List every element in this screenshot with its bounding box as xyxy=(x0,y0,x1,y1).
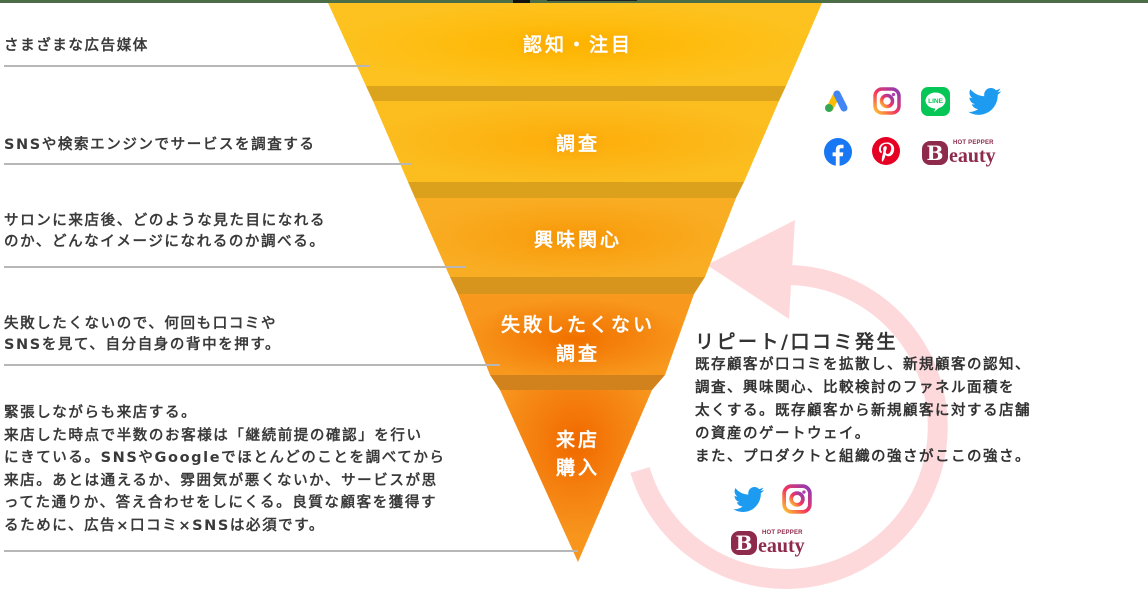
stage-3-description-line: サロンに来店後、どのような見た目になれる xyxy=(4,213,326,229)
repeat-body-line: 既存顧客が口コミを拡散し、新規顧客の認知、 xyxy=(695,357,1031,373)
facebook-icon xyxy=(824,138,852,166)
funnel-stage-1 xyxy=(328,3,822,86)
repeat-body-line: 調査、興味関心、比較検討のファネル面積を xyxy=(695,380,1015,396)
top-bar-line xyxy=(547,0,637,1)
google-ads-icon xyxy=(825,90,848,112)
stage-4-description-line: SNSを見て、自分自身の背中を押す。 xyxy=(4,337,282,353)
line-icon-label: LINE xyxy=(928,98,943,105)
stage-5-description-line: ってた通りか、答え合わせをしにくる。良質な顧客を獲得す xyxy=(4,495,438,511)
stage-3-rule xyxy=(4,266,466,268)
stage-3-label: 興味関心 xyxy=(533,229,622,251)
top-bar-mark xyxy=(513,0,530,3)
repeat-body-line: の資産のゲートウェイ。 xyxy=(695,426,871,442)
hotpepper-beauty-logo: B HOT PEPPER eauty xyxy=(731,530,805,557)
funnel-stage-2 xyxy=(373,101,779,182)
stage-4-label: 失敗したくない 調査 xyxy=(478,311,678,369)
instagram-icon xyxy=(782,484,812,514)
stage-4-label-line: 調査 xyxy=(555,343,600,365)
stage-5-label: 来店 購入 xyxy=(478,426,678,482)
hotpepper-beauty-logo: B HOT PEPPER eauty xyxy=(922,140,996,167)
stage-5-description-line: るために、広告×口コミ×SNSは必須です。 xyxy=(4,517,326,534)
instagram-icon xyxy=(873,87,901,115)
stage-1-rule xyxy=(4,65,370,67)
repeat-cycle-arrow-icon xyxy=(630,220,948,589)
stage-1-description: さまざまな広告媒体 xyxy=(4,38,149,54)
hotpepper-word: eauty xyxy=(949,145,996,167)
twitter-icon xyxy=(968,88,1002,115)
stage-5-description-line: にきている。SNSやGoogleでほとんどのことを調べてから xyxy=(4,450,446,466)
repeat-body-line: 太くする。既存顧客から新規顧客に対する店舗 xyxy=(695,403,1031,419)
hotpepper-b-mark: B xyxy=(922,141,948,165)
stage-5-rule xyxy=(4,550,578,552)
stage-2-rule xyxy=(4,163,412,165)
funnel-stage-4 xyxy=(458,294,694,375)
repeat-body: 既存顧客が口コミを拡散し、新規顧客の認知、 調査、興味関心、比較検討のファネル面… xyxy=(695,354,1031,469)
line-icon: LINE xyxy=(921,87,950,116)
funnel-stage-3 xyxy=(415,198,736,277)
funnel-stage-5 xyxy=(500,390,652,562)
stage-4-description: 失敗したくないので、何回も口コミや SNSを見て、自分自身の背中を押す。 xyxy=(4,314,281,356)
hotpepper-b-mark: B xyxy=(731,531,757,555)
hotpepper-small-label: HOT PEPPER xyxy=(953,140,994,146)
twitter-icon xyxy=(733,487,765,512)
stage-1-label: 認知・注目 xyxy=(522,34,633,56)
stage-5-description-line: 来店。あとは通えるか、雰囲気が悪くないか、サービスが思 xyxy=(4,472,438,489)
top-bar xyxy=(0,0,1148,3)
stage-4-label-line: 失敗したくない xyxy=(500,314,655,336)
repeat-title: リピート/口コミ発生 xyxy=(695,331,898,353)
stage-5-description: 緊張しながらも来店する。 来店した時点で半数のお客様は「継続前提の確認」を行い … xyxy=(4,402,446,537)
hotpepper-word: eauty xyxy=(758,535,805,557)
stage-5-description-line: 来店した時点で半数のお客様は「継続前提の確認」を行い xyxy=(4,427,423,444)
pinterest-icon xyxy=(872,137,900,165)
stage-3-description-line: のか、どんなイメージになれるのか調べる。 xyxy=(4,234,326,250)
stage-5-label-line: 購入 xyxy=(555,457,600,479)
stage-5-description-line: 緊張しながらも来店する。 xyxy=(4,405,198,421)
stage-3-description: サロンに来店後、どのような見た目になれる のか、どんなイメージになれるのか調べる… xyxy=(4,211,326,253)
repeat-body-line: また、プロダクトと組織の強さがここの強さ。 xyxy=(695,449,1031,465)
hotpepper-small-label: HOT PEPPER xyxy=(762,530,803,536)
stage-4-rule xyxy=(4,364,500,366)
stage-4-description-line: 失敗したくないので、何回も口コミや xyxy=(4,316,278,332)
stage-2-label: 調査 xyxy=(555,133,600,155)
stage-2-description: SNSや検索エンジンでサービスを調査する xyxy=(4,137,316,153)
stage-5-label-line: 来店 xyxy=(555,429,600,451)
